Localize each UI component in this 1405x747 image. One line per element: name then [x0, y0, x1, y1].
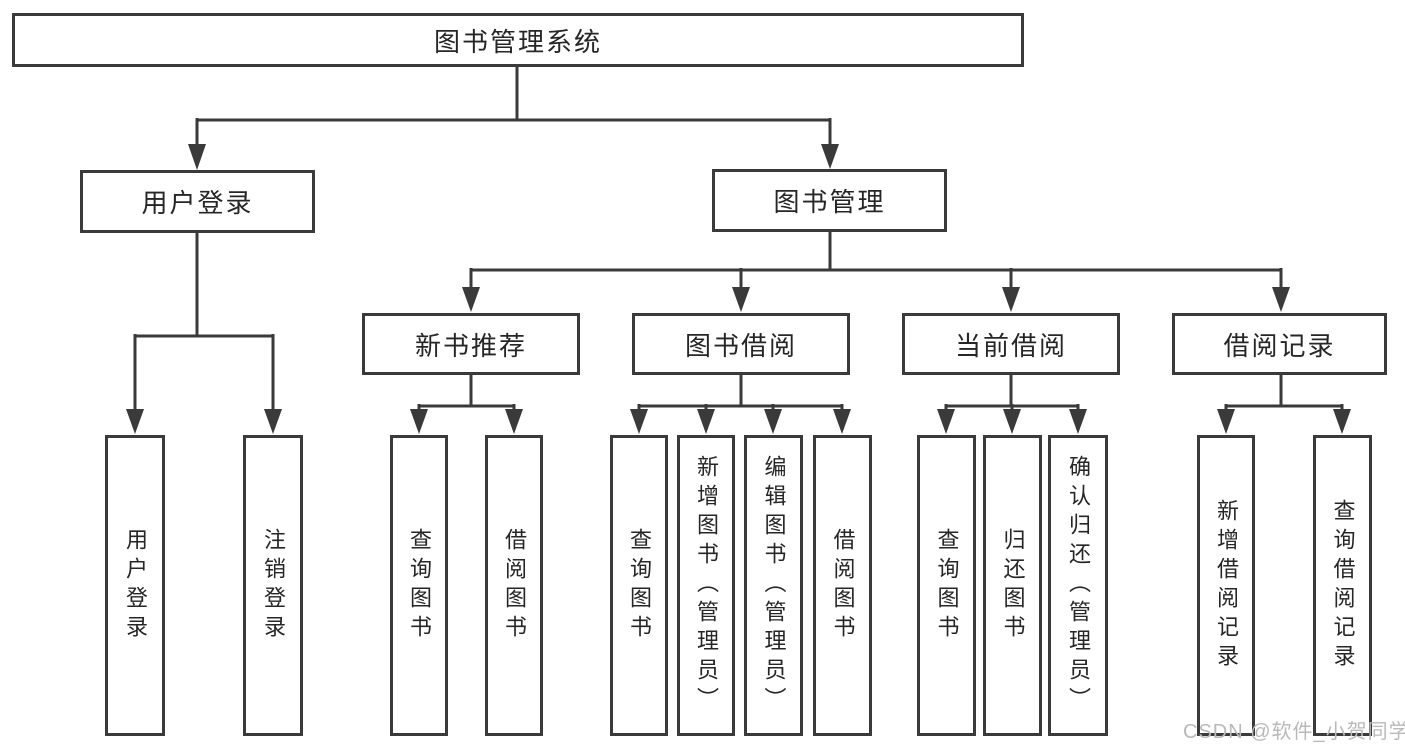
csdn-watermark: CSDN @软件_小贺同学: [1183, 721, 1405, 743]
leaf-borrow-books-borrowing: 借阅图书: [813, 435, 872, 736]
node-current-borrowing: 当前借阅: [902, 313, 1120, 375]
leaf-query-books-borrowing: 查询图书: [610, 435, 668, 736]
node-book-management: 图书管理: [712, 169, 947, 232]
node-borrowing-records-label: 借阅记录: [1223, 330, 1336, 361]
leaf-add-borrow-record: 新增借阅记录: [1197, 435, 1255, 736]
node-user-login-label: 用户登录: [141, 188, 254, 218]
node-book-borrowing: 图书借阅: [632, 313, 850, 375]
leaf-query-books-current: 查询图书: [917, 435, 976, 736]
node-book-management-label: 图书管理: [773, 187, 886, 217]
node-user-login: 用户登录: [80, 170, 315, 233]
leaf-edit-book-admin: 编辑图书（管理员）: [744, 435, 803, 736]
node-current-borrowing-label: 当前借阅: [954, 330, 1067, 361]
leaf-add-book-admin: 新增图书（管理员）: [677, 435, 735, 736]
arrowheads: [126, 144, 1351, 434]
node-new-book-recommendation-label: 新书推荐: [414, 330, 527, 361]
node-borrowing-records: 借阅记录: [1172, 313, 1387, 375]
leaf-query-books-recommend: 查询图书: [390, 435, 448, 736]
node-root-label: 图书管理系统: [433, 26, 602, 57]
leaf-return-book: 归还图书: [983, 435, 1042, 736]
node-book-borrowing-label: 图书借阅: [684, 330, 797, 361]
leaf-logout: 注销登录: [243, 435, 303, 736]
node-root-library-system: 图书管理系统: [12, 13, 1024, 67]
leaf-query-borrow-record: 查询借阅记录: [1313, 435, 1372, 736]
leaf-user-login: 用户登录: [105, 435, 165, 736]
leaf-borrow-books-recommend: 借阅图书: [485, 435, 543, 736]
leaf-confirm-return-admin: 确认归还（管理员）: [1048, 435, 1108, 736]
node-new-book-recommendation: 新书推荐: [362, 313, 580, 375]
